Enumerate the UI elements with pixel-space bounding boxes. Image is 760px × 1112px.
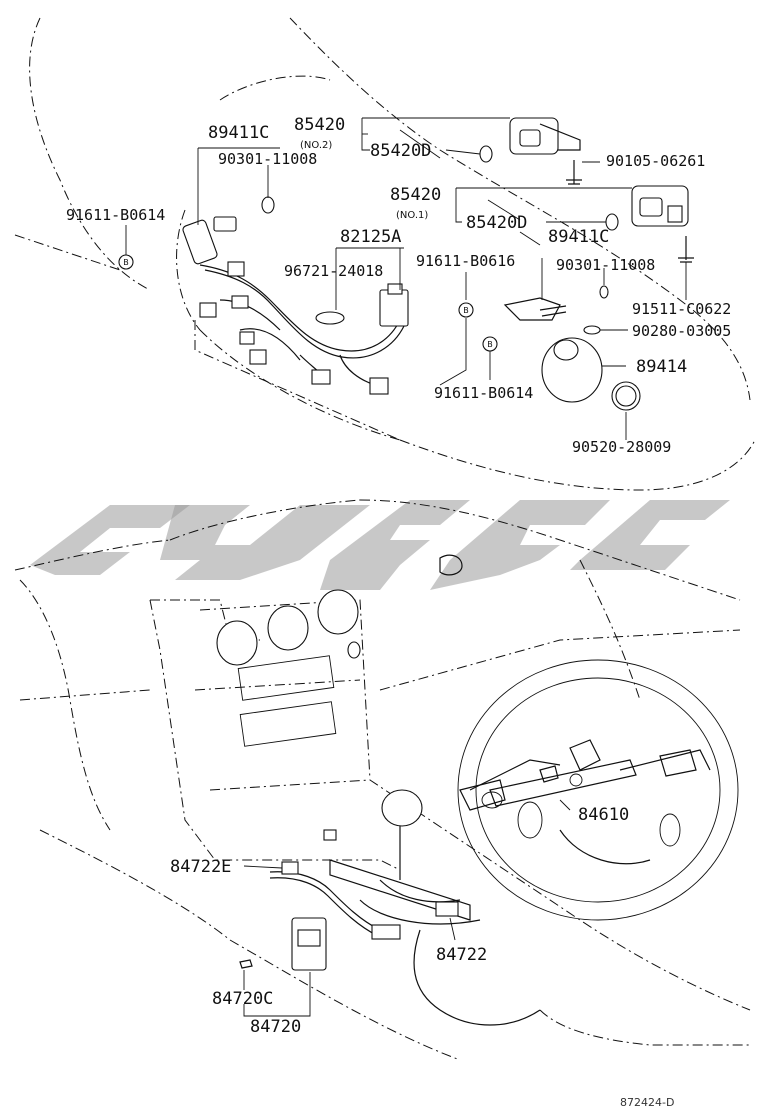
connector-clip	[213, 216, 237, 232]
lower-labels: 84610 84722E 84722 84720C 84720	[170, 805, 629, 1037]
label-85420-no1: 85420	[390, 185, 441, 205]
label-84720: 84720	[250, 1017, 301, 1037]
label-84720C: 84720C	[212, 989, 273, 1009]
harness-connector-cap	[387, 283, 403, 295]
bolt-marker-1	[118, 254, 134, 270]
grommet-icon	[315, 311, 345, 325]
bolt-marker-3-text: B	[487, 340, 493, 349]
harness-main-connector	[379, 289, 409, 327]
wire-harness	[182, 216, 409, 395]
label-84722E: 84722E	[170, 857, 231, 877]
speed-sensor-bracket	[261, 196, 641, 411]
bolt-marker-1-text: B	[123, 258, 129, 267]
label-85420D-a: 85420D	[370, 141, 431, 161]
label-90520: 90520-28009	[572, 438, 671, 456]
bolt-marker-2	[458, 302, 474, 318]
dashboard-outline	[14, 499, 751, 1061]
label-no2: (NO.2)	[300, 140, 332, 151]
label-84610: 84610	[578, 805, 629, 825]
label-96721: 96721-24018	[284, 262, 383, 280]
bolt-markers: B B B	[118, 254, 498, 352]
connector-b	[231, 295, 249, 309]
label-89411C-a: 89411C	[208, 123, 269, 143]
label-84722: 84722	[436, 945, 487, 965]
center-console-details	[216, 554, 463, 747]
upper-labels: 89411C 90301-11008 91611-B0614 85420 (NO…	[66, 115, 731, 456]
label-89411C-b: 89411C	[548, 227, 609, 247]
label-90105: 90105-06261	[606, 152, 705, 170]
label-89414: 89414	[636, 357, 687, 377]
clip-84722	[323, 829, 337, 841]
connector-d	[239, 331, 255, 345]
combination-switch-84610	[459, 739, 697, 811]
connector-g	[369, 377, 389, 395]
label-91611-B0614-a: 91611-B0614	[66, 206, 165, 224]
connector-a	[227, 261, 245, 277]
connector-c	[199, 302, 217, 318]
watermark-logo	[30, 500, 730, 590]
label-90301-b: 90301-11008	[556, 256, 655, 274]
steering-wheel	[457, 659, 739, 921]
bolt-marker-3	[482, 336, 498, 352]
connector-84722-b	[435, 901, 459, 917]
label-no1: (NO.1)	[396, 210, 428, 221]
switch-84720	[239, 917, 327, 971]
sensor-connector-left	[182, 219, 218, 265]
switch-harness-84722	[269, 829, 471, 940]
label-85420D-b: 85420D	[466, 213, 527, 233]
connector-84722E	[281, 861, 299, 875]
leaders-upper	[125, 117, 687, 440]
label-91511: 91511-C0622	[632, 300, 731, 318]
label-91611-B0614-b: 91611-B0614	[434, 384, 533, 402]
height-sensor-no1	[605, 185, 689, 231]
connector-e	[249, 349, 267, 365]
shift-lever	[359, 789, 541, 1026]
connector-84722-a	[371, 924, 401, 940]
label-91611-B0616: 91611-B0616	[416, 252, 515, 270]
upper-outline	[14, 17, 756, 491]
connector-f	[311, 369, 331, 385]
height-sensor-no2	[479, 117, 581, 163]
leaders-lower	[243, 799, 571, 1017]
label-90301-a: 90301-11008	[218, 150, 317, 168]
bolt-marker-2-text: B	[463, 306, 469, 315]
label-90280: 90280-03005	[632, 322, 731, 340]
label-82125A: 82125A	[340, 227, 401, 247]
label-85420-no2: 85420	[294, 115, 345, 135]
diagram-reference-code: 872424-D	[620, 1096, 674, 1109]
